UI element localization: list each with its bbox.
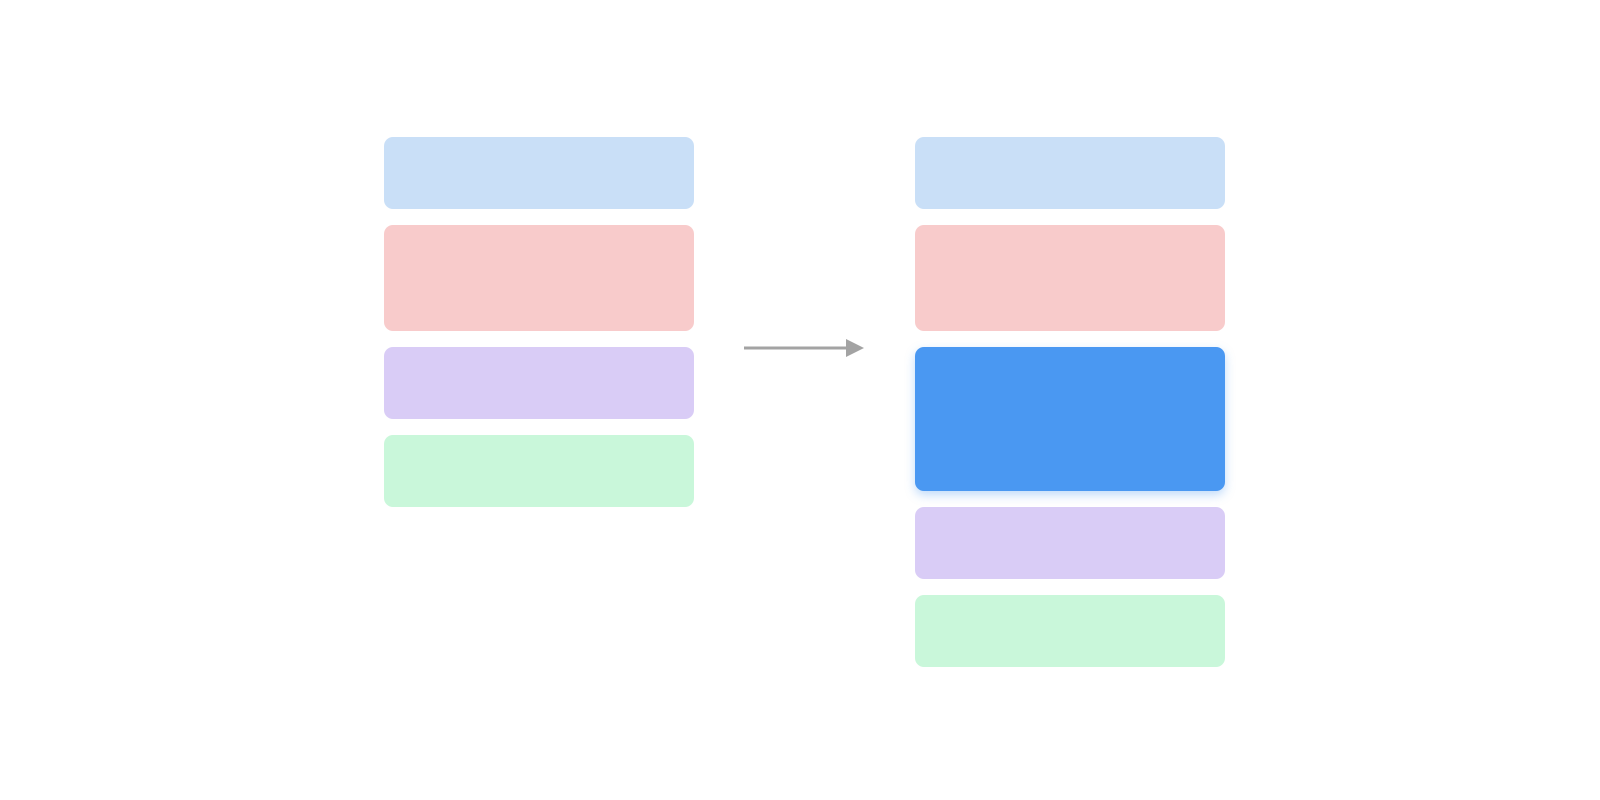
after-card-red	[915, 225, 1225, 331]
after-stack	[915, 137, 1225, 683]
after-card-green	[915, 595, 1225, 667]
after-card-purple	[915, 507, 1225, 579]
arrow-right-icon	[744, 339, 864, 357]
after-card-inserted	[915, 347, 1225, 491]
arrow-head	[846, 339, 864, 357]
before-card-green	[384, 435, 694, 507]
before-card-red	[384, 225, 694, 331]
before-card-blue	[384, 137, 694, 209]
before-card-purple	[384, 347, 694, 419]
after-card-blue	[915, 137, 1225, 209]
before-stack	[384, 137, 694, 523]
